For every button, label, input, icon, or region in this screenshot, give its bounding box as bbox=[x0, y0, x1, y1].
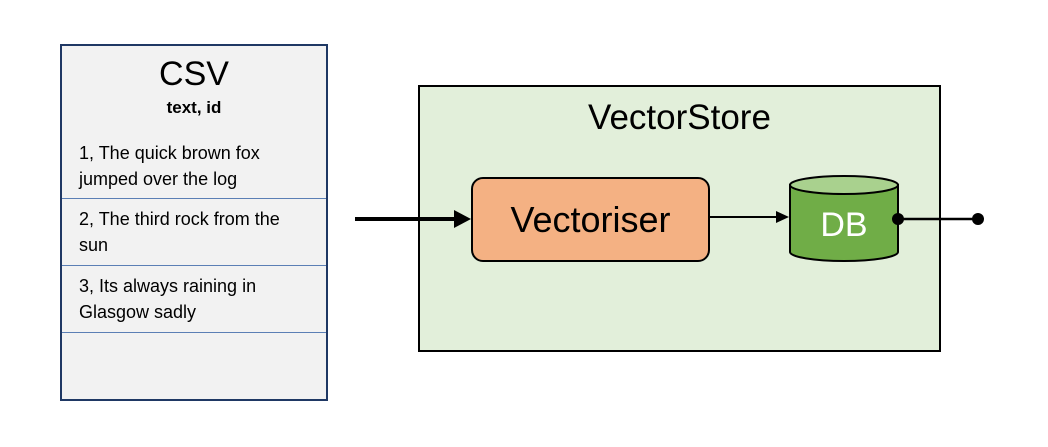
csv-title: CSV bbox=[159, 55, 229, 93]
csv-row: 3, Its always raining in Glasgow sadly bbox=[62, 266, 326, 333]
db-label: DB bbox=[820, 205, 868, 244]
db-output-connector bbox=[892, 213, 984, 225]
csv-row-text: 2, The third rock from the sun bbox=[79, 209, 280, 255]
csv-row: 2, The third rock from the sun bbox=[62, 199, 326, 266]
db-cylinder bbox=[789, 175, 899, 262]
csv-table: CSV text, id 1, The quick brown fox jump… bbox=[60, 44, 328, 401]
csv-row: 1, The quick brown fox jumped over the l… bbox=[62, 133, 326, 199]
csv-row-text: 1, The quick brown fox jumped over the l… bbox=[79, 142, 260, 189]
vectoriser-to-db-arrow bbox=[710, 211, 789, 223]
vectoriser-block: Vectoriser bbox=[471, 177, 710, 262]
vectoriser-label: Vectoriser bbox=[510, 198, 671, 240]
vector-store-title: VectorStore bbox=[588, 98, 771, 137]
input-arrow bbox=[355, 210, 471, 228]
csv-row-text: 3, Its always raining in Glasgow sadly bbox=[79, 276, 257, 322]
csv-column-header: text, id bbox=[166, 98, 222, 117]
